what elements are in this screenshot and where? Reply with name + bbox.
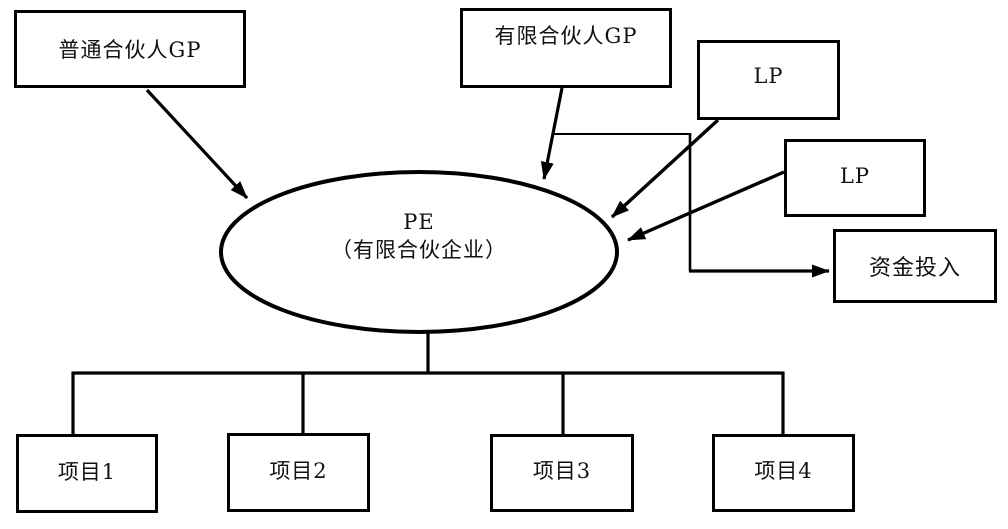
node-project-2-label: 项目2 xyxy=(269,458,328,483)
node-project-2: 项目2 xyxy=(227,433,370,512)
node-project-1: 项目1 xyxy=(16,434,158,513)
node-project-3: 项目3 xyxy=(490,434,634,512)
node-capital-investment: 资金投入 xyxy=(833,229,997,303)
node-project-3-label: 项目3 xyxy=(532,459,592,483)
node-project-1-label: 项目1 xyxy=(57,459,117,484)
node-project-4-label: 项目4 xyxy=(754,459,813,483)
node-limited-partner-gp: 有限合伙人GP xyxy=(460,8,672,88)
pe-entity-line2: （有限合伙企业） xyxy=(331,238,507,262)
node-lp-bottom-label: LP xyxy=(839,164,871,188)
node-limited-partner-gp-label: 有限合伙人GP xyxy=(494,24,638,48)
node-project-4: 项目4 xyxy=(712,434,855,512)
pe-entity-line1: PE xyxy=(403,210,435,234)
node-general-partner-gp-label: 普通合伙人GP xyxy=(58,38,202,62)
node-lp-top: LP xyxy=(697,40,840,120)
arrow-general-partner-to-pe xyxy=(145,88,249,200)
node-lp-top-label: LP xyxy=(753,64,784,88)
node-lp-bottom: LP xyxy=(784,139,926,217)
node-general-partner-gp: 普通合伙人GP xyxy=(14,10,246,88)
arrow-lp-top-to-pe xyxy=(610,118,720,219)
node-pe-entity-label: PE （有限合伙企业） xyxy=(219,208,619,264)
node-capital-investment-label: 资金投入 xyxy=(868,256,961,281)
arrow-lp-bottom-to-pe xyxy=(627,170,785,242)
pe-ellipse xyxy=(219,170,619,334)
